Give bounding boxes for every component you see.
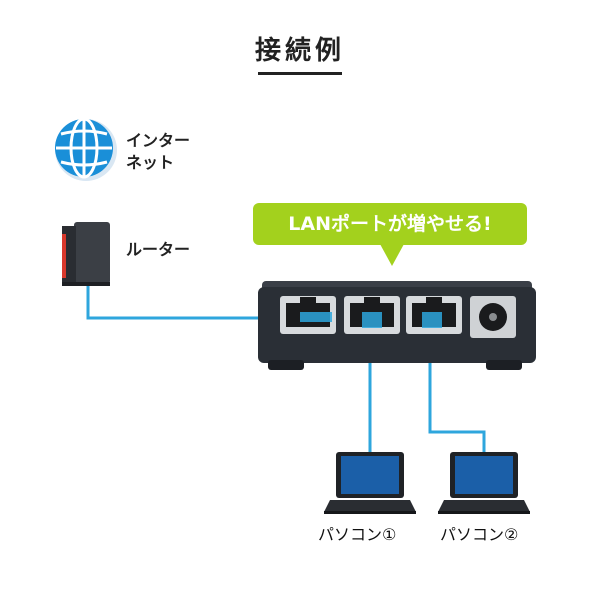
callout-bubble: LANポートが増やせる! (253, 203, 527, 245)
switching-hub (258, 281, 536, 370)
pc2-label: パソコン② (440, 525, 519, 544)
cable-hub-to-pc2 (428, 332, 486, 455)
router-label: ルーター (126, 240, 191, 259)
callout-tail (380, 244, 404, 266)
dc-power-port (470, 296, 516, 338)
diagram-title: 接続例 (254, 36, 345, 66)
laptop-icon-pc1 (324, 452, 416, 514)
globe-icon (55, 117, 117, 181)
cable-router-to-hub (86, 282, 300, 320)
router-icon (62, 222, 110, 286)
laptop-icon-pc2 (438, 452, 530, 514)
internet-label: インター ネット (126, 131, 191, 172)
title-underline (258, 72, 342, 75)
pc1-label: パソコン① (318, 525, 397, 544)
